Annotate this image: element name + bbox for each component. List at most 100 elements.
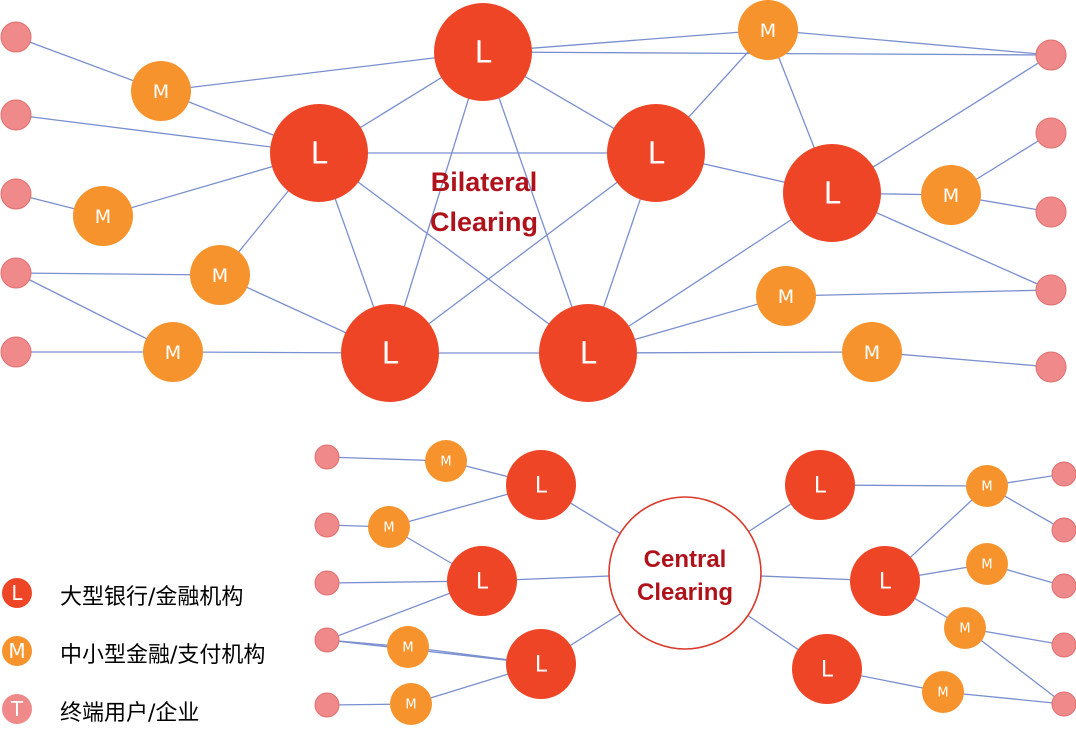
medium-institution-node-letter: M [383,521,394,536]
terminal-user-node [1051,461,1076,487]
large-bank-node: L [270,104,368,202]
large-bank-node: L [506,629,576,699]
large-bank-node: L [783,144,881,242]
edge-L1-L6 [482,51,589,354]
large-bank-node: L [539,304,637,402]
terminal-user-node [1051,517,1076,543]
terminal-user-node [0,336,32,368]
central-clearing-hub: Central Clearing [608,496,762,650]
medium-institution-node: M [143,322,203,382]
edge-L2-L6 [318,152,589,354]
medium-institution-node-letter: M [95,206,111,228]
medium-institution-node-letter: M [778,286,794,308]
edge-M5-T6 [767,29,1052,56]
large-bank-node-letter: L [580,337,597,372]
central-title-line2: Clearing [637,579,733,606]
legend-item-large-bank: L 大型银行/金融机构 [0,575,330,615]
large-bank-node: L [785,450,855,520]
medium-institution-node: M [738,0,798,60]
medium-institution-node-letter: M [943,185,959,207]
medium-institution-node-letter: M [165,342,181,364]
medium-institution-node-letter: M [405,698,416,713]
large-bank-node: L [447,546,517,616]
terminal-user-node [314,692,340,718]
legend-label-large-bank: 大型银行/金融机构 [60,585,244,610]
terminal-user-node [314,570,340,596]
terminal-user-node-icon: T [2,694,32,724]
medium-institution-node: M [944,607,986,649]
medium-institution-node-letter: M [864,342,880,364]
bilateral-title-line2: Clearing [430,207,538,237]
edge-M7-T9 [785,289,1052,297]
medium-institution-node: M [966,543,1008,585]
large-bank-node: L [341,304,439,402]
central-title-line1: Central [644,546,727,573]
terminal-user-node [314,512,340,538]
medium-institution-node: M [387,626,429,668]
medium-institution-node: M [756,266,816,326]
medium-institution-node: M [425,440,467,482]
large-bank-node: L [434,3,532,101]
legend-label-medium-institution: 中小型金融/支付机构 [60,643,266,668]
medium-institution-node-letter: M [937,686,948,701]
medium-institution-node-icon: M [2,636,32,666]
terminal-user-node [314,444,340,470]
terminal-user-node [0,257,32,289]
large-bank-node: L [506,450,576,520]
medium-institution-node-letter: M [440,455,451,470]
terminal-user-node [0,99,32,131]
medium-institution-node: M [73,186,133,246]
medium-institution-node-letter: M [402,641,413,656]
medium-institution-node-letter: M [981,558,992,573]
large-bank-node-icon: L [2,578,32,608]
edge-L1-L5 [389,51,484,354]
terminal-user-node [1035,39,1067,71]
terminal-user-node [0,178,32,210]
edge-T4-M3 [15,272,221,276]
large-bank-node-letter: L [879,570,892,595]
medium-institution-node: M [842,322,902,382]
large-bank-node-letter: L [535,474,548,499]
edge-L3-L5 [389,152,657,354]
medium-institution-node: M [368,506,410,548]
terminal-user-node [1035,274,1067,306]
medium-institution-node-letter: M [212,265,228,287]
edge-M1-L1 [160,51,484,92]
terminal-user-node [1035,351,1067,383]
large-bank-node-letter: L [476,570,489,595]
medium-institution-node: M [966,465,1008,507]
bilateral-title-line1: Bilateral [431,167,538,197]
large-bank-node-letter: L [382,337,399,372]
terminal-user-node [1035,117,1067,149]
medium-institution-node-letter: M [153,81,169,103]
large-bank-node-letter: L [821,658,834,683]
large-bank-node-letter: L [475,36,492,71]
terminal-user-node [0,21,32,53]
large-bank-node-letter: L [648,137,665,172]
terminal-user-node [1051,632,1076,658]
edge-T2-L2 [15,114,320,154]
terminal-user-node [1035,196,1067,228]
medium-institution-node-letter: M [760,20,776,42]
large-bank-node-letter: L [535,653,548,678]
medium-institution-node: M [131,61,191,121]
bilateral-clearing-title: Bilateral Clearing [430,167,538,237]
legend-item-medium-institution: M 中小型金融/支付机构 [0,633,330,673]
medium-institution-node-letter: M [981,480,992,495]
large-bank-node-letter: L [311,137,328,172]
terminal-user-node [314,627,340,653]
legend-label-terminal-user: 终端用户/企业 [60,701,200,726]
large-bank-node: L [850,546,920,616]
medium-institution-node-letter: M [959,622,970,637]
medium-institution-node: M [190,245,250,305]
medium-institution-node: M [922,671,964,713]
large-bank-node-letter: L [824,177,841,212]
medium-institution-node: M [390,683,432,725]
large-bank-node: L [792,634,862,704]
terminal-user-node [1051,691,1076,717]
legend-item-terminal-user: T 终端用户/企业 [0,691,330,731]
large-bank-node-letter: L [814,474,827,499]
large-bank-node: L [607,104,705,202]
